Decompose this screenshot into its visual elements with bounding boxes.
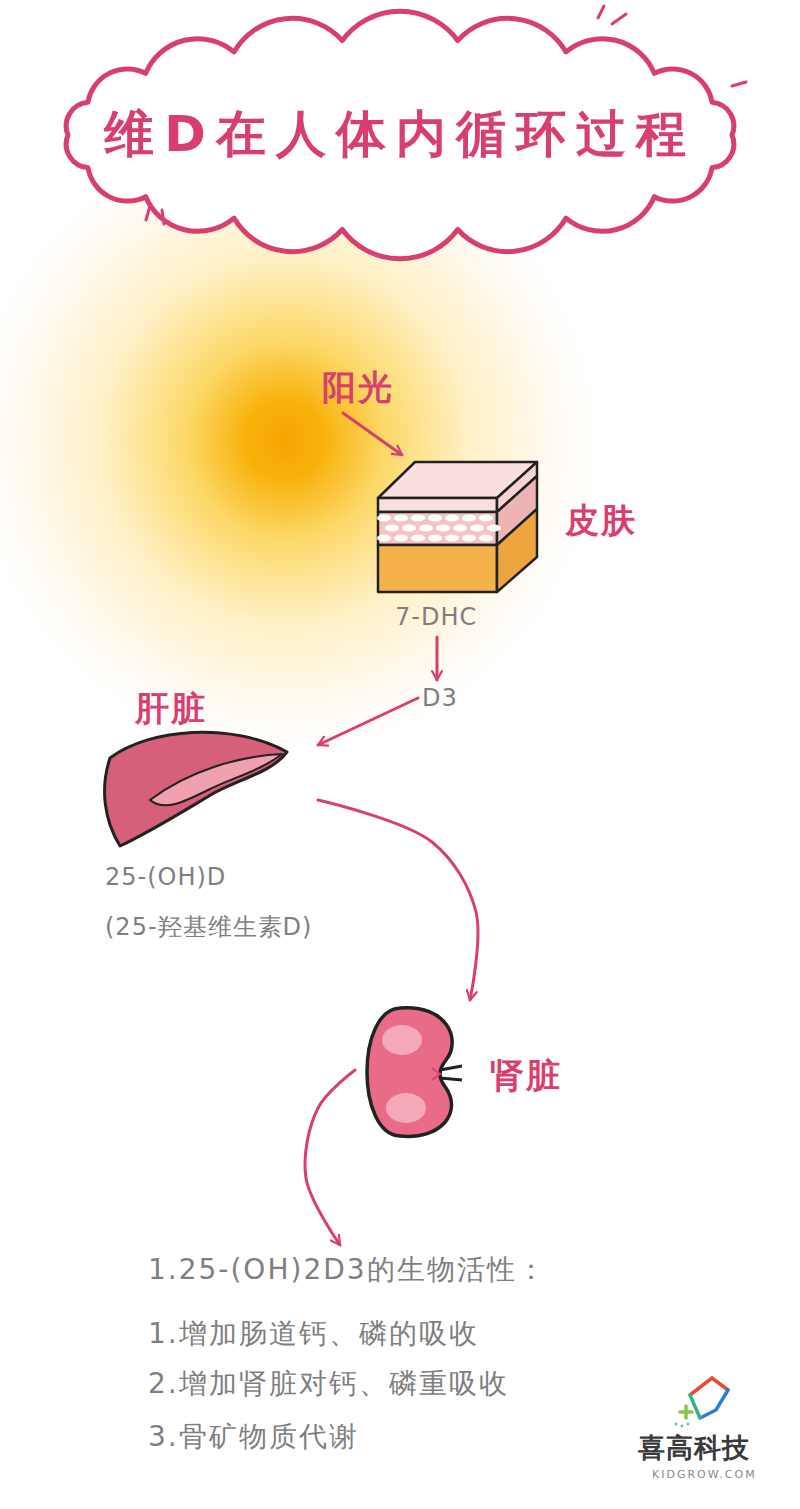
text-slot: 25-(OH)D xyxy=(105,863,226,892)
cloud-tick xyxy=(598,6,604,18)
flow-arrow xyxy=(343,413,402,455)
node-text: 25-(OH)D xyxy=(105,863,226,892)
flow-arrow xyxy=(436,637,439,680)
skin-cell xyxy=(385,524,399,531)
skin-node: 皮肤 7-DHC xyxy=(370,455,642,637)
text-slot: 阳光 xyxy=(322,367,394,408)
skin-cell xyxy=(428,534,442,541)
kidney-node: 肾脏 xyxy=(355,1000,567,1142)
text-slot: 1.25-(OH)2D3的生物活性： xyxy=(148,1253,547,1287)
node-text: 2.增加肾脏对钙、磷重吸收 xyxy=(148,1367,509,1401)
skin-cell xyxy=(462,534,476,541)
d3-node: D3 xyxy=(418,680,463,718)
liver-node: 肝脏 25-(OH)D (25-羟基维生素D) xyxy=(100,688,318,947)
skin-cell xyxy=(377,534,391,541)
node-text: (25-羟基维生素D) xyxy=(105,913,312,942)
skin-cell xyxy=(445,534,459,541)
skin-cell xyxy=(453,524,467,531)
text-slot: 2.增加肾脏对钙、磷重吸收 xyxy=(148,1367,509,1401)
sunlight-node: 阳光 xyxy=(318,365,399,413)
text-slot: (25-羟基维生素D) xyxy=(105,913,312,942)
watermark-url: KIDGROW.COM xyxy=(652,1468,757,1481)
skin-cell xyxy=(394,534,408,541)
skin-cell xyxy=(479,514,493,521)
cloud-tick xyxy=(146,206,150,220)
node-label: 肾脏 xyxy=(490,1055,562,1096)
text-slot: 1.增加肠道钙、磷的吸收 xyxy=(148,1317,479,1351)
cloud-tick xyxy=(612,14,626,24)
kidney xyxy=(367,1008,462,1137)
node-label: 阳光 xyxy=(322,367,394,408)
liver xyxy=(105,732,287,846)
skin-cell xyxy=(462,514,476,521)
text-slot: 7-DHC xyxy=(395,603,477,632)
skin-cell xyxy=(487,524,501,531)
cloud-tick xyxy=(162,210,164,224)
activity-node: 1.25-(OH)2D3的生物活性： 1.增加肠道钙、磷的吸收 2.增加肾脏对钙、磷… xyxy=(140,1245,552,1459)
node-label: 1.25-(OH)2D3的生物活性： xyxy=(148,1253,547,1287)
skin-cube xyxy=(377,462,537,592)
skin-cell xyxy=(479,534,493,541)
skin-cell xyxy=(394,514,408,521)
text-slot: 3.骨矿物质代谢 xyxy=(148,1420,359,1454)
skin-cell xyxy=(428,514,442,521)
skin-cell xyxy=(436,524,450,531)
text-slot: D3 xyxy=(422,684,458,713)
text-slot: 皮肤 xyxy=(565,500,637,541)
cloud-tick xyxy=(732,82,746,86)
skin-cell xyxy=(470,524,484,531)
title: 维D在人体内循环过程 xyxy=(0,104,800,164)
skin-cell xyxy=(445,514,459,521)
watermark: 喜高科技 xyxy=(638,1432,750,1464)
node-label: 皮肤 xyxy=(565,500,637,541)
node-text: 7-DHC xyxy=(395,603,477,632)
node-text: 3.骨矿物质代谢 xyxy=(148,1420,359,1454)
skin-cell xyxy=(419,524,433,531)
text-slot: 肾脏 xyxy=(490,1055,562,1096)
text-slot: 肝脏 xyxy=(135,688,207,729)
skin-cell xyxy=(411,534,425,541)
flow-arrow xyxy=(305,1070,355,1245)
skin-cell xyxy=(377,514,391,521)
skin-cell xyxy=(411,514,425,521)
skin-cell xyxy=(402,524,416,531)
node-text: 1.增加肠道钙、磷的吸收 xyxy=(148,1317,479,1351)
flow-arrow xyxy=(318,698,418,745)
logo-icon xyxy=(675,1378,729,1428)
node-label: 肝脏 xyxy=(135,688,207,729)
flow-arrow xyxy=(318,800,478,1000)
node-label: D3 xyxy=(422,684,458,713)
